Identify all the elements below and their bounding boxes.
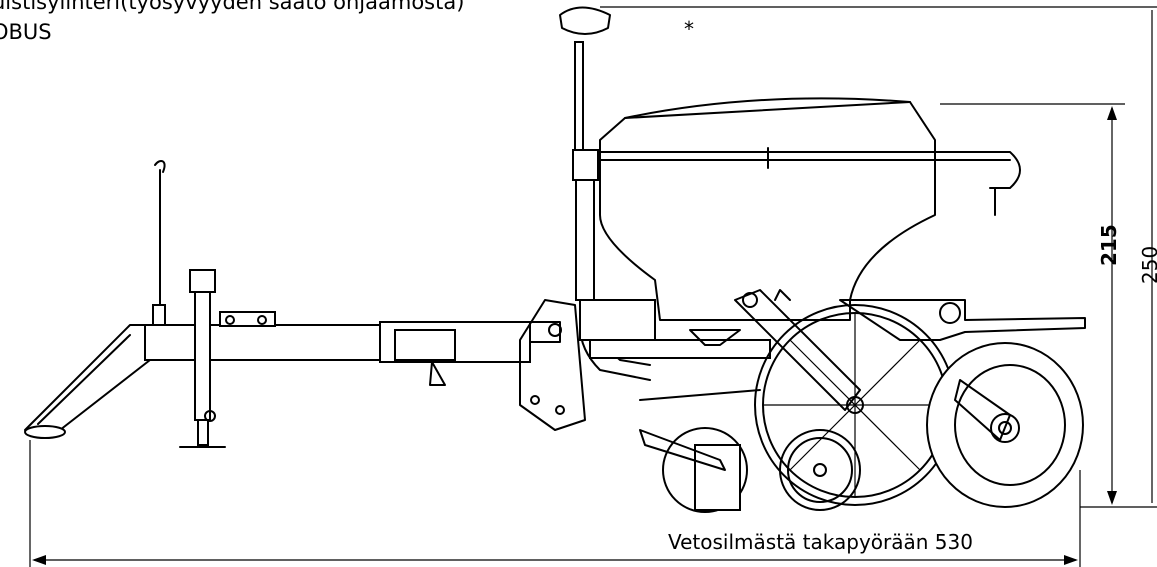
jack-stand xyxy=(179,269,226,448)
caption-line-1: uistisylinteri(työsyvyyden säätö ohjaamo… xyxy=(0,0,465,14)
spiked-wheel xyxy=(754,304,956,506)
dimension-total-length: Vetosilmästä takapyörään 530 xyxy=(664,530,977,554)
rear-wheel xyxy=(926,342,1084,508)
drawbar xyxy=(24,160,531,439)
dimension-lines xyxy=(29,6,1157,567)
main-beam xyxy=(579,299,771,401)
asterisk-mark: * xyxy=(684,17,694,41)
dimension-250: 250 xyxy=(1138,245,1157,284)
press-arm xyxy=(734,289,1086,411)
dimension-215: 215 xyxy=(1097,224,1121,266)
caption-line-2: OBUS xyxy=(0,20,52,44)
seed-hopper xyxy=(597,97,1021,321)
frame-hitch xyxy=(519,299,586,431)
front-wheels xyxy=(639,427,861,513)
